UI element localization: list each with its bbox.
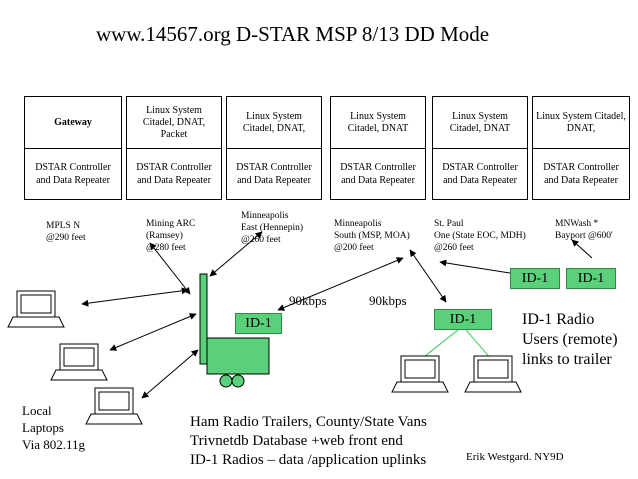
laptop-icon bbox=[464, 355, 522, 393]
link-arrow bbox=[141, 349, 199, 399]
link-arrow bbox=[209, 231, 263, 277]
link-arrow bbox=[571, 239, 593, 259]
id1-remote-hub-label: ID-1 bbox=[434, 309, 492, 330]
link-arrow bbox=[409, 249, 447, 303]
box-bottom-text: DSTAR Controller and Data Repeater bbox=[442, 162, 518, 186]
repeater-box-gateway: Gateway DSTAR Controller and Data Repeat… bbox=[24, 96, 122, 200]
link-arrow bbox=[149, 242, 191, 295]
box-bottom-text: DSTAR Controller and Data Repeater bbox=[543, 162, 619, 186]
remote-users-text: ID-1 Radio Users (remote) links to trail… bbox=[522, 311, 618, 368]
box-top-text: Linux System Citadel, DNAT bbox=[433, 97, 527, 149]
box-top-text: Gateway bbox=[25, 97, 121, 149]
box-bottom-text: DSTAR Controller and Data Repeater bbox=[340, 162, 416, 186]
local-laptops-text: Local Laptops Via 802.11g bbox=[22, 403, 86, 452]
laptop-icon bbox=[50, 343, 108, 381]
id1-remote-label-1: ID-1 bbox=[510, 268, 560, 289]
link-arrow bbox=[277, 257, 404, 311]
speed-label-right: 90kbps bbox=[369, 293, 407, 308]
link-arrow bbox=[81, 287, 189, 307]
site-label-mpls-n: MPLS N @290 feet bbox=[46, 221, 86, 243]
trailer-icon bbox=[199, 273, 270, 388]
site-label-mnwash: MNWash * Bayport @600' bbox=[555, 219, 613, 241]
box-bottom-text: DSTAR Controller and Data Repeater bbox=[136, 162, 212, 186]
box-top-text: Linux System Citadel, DNAT, bbox=[227, 97, 321, 149]
author-credit: Erik Westgard. NY9D bbox=[466, 451, 564, 463]
diagram-title: www.14567.org D-STAR MSP 8/13 DD Mode bbox=[96, 22, 490, 46]
repeater-box-mining-arc: Linux System Citadel, DNAT, Packet DSTAR… bbox=[126, 96, 222, 200]
box-top-text: Linux System Citadel, DNAT bbox=[331, 97, 425, 149]
trailer-caption: Ham Radio Trailers, County/State Vans Tr… bbox=[190, 414, 427, 468]
laptop-icon bbox=[85, 387, 143, 425]
site-label-st-paul: St. Paul One (State EOC, MDH) @260 feet bbox=[434, 219, 526, 253]
link-arrow bbox=[439, 259, 511, 274]
box-bottom-text: DSTAR Controller and Data Repeater bbox=[236, 162, 312, 186]
lan-lines bbox=[419, 329, 493, 361]
box-bottom-text: DSTAR Controller and Data Repeater bbox=[35, 162, 111, 186]
repeater-box-mpls-south: Linux System Citadel, DNAT DSTAR Control… bbox=[330, 96, 426, 200]
repeater-box-st-paul: Linux System Citadel, DNAT DSTAR Control… bbox=[432, 96, 528, 200]
box-top-text: Linux System Citadel, DNAT, Packet bbox=[127, 97, 221, 149]
id1-trailer-label: ID-1 bbox=[235, 313, 282, 334]
link-arrow bbox=[109, 313, 197, 351]
site-label-mpls-south: Minneapolis South (MSP, MOA) @200 feet bbox=[334, 219, 410, 253]
box-top-text: Linux System Citadel, DNAT, bbox=[533, 97, 629, 149]
id1-remote-label-2: ID-1 bbox=[566, 268, 616, 289]
radio-link-arrows bbox=[81, 231, 593, 399]
speed-label-left: 90kbps bbox=[289, 293, 327, 308]
laptop-icon bbox=[391, 355, 449, 393]
laptop-icon bbox=[7, 290, 65, 328]
repeater-box-mnwash: Linux System Citadel, DNAT, DSTAR Contro… bbox=[532, 96, 630, 200]
repeater-box-mpls-east: Linux System Citadel, DNAT, DSTAR Contro… bbox=[226, 96, 322, 200]
